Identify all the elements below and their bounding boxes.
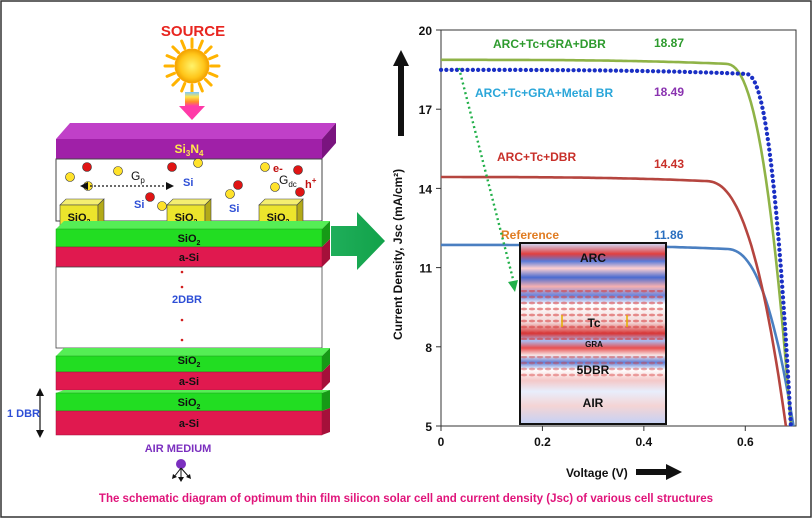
sio2-layer-2: SiO2 (55, 348, 330, 373)
si3n4-layer: Si3N4 (56, 123, 336, 159)
y-axis-ticks: 5 8 11 14 17 20 (419, 24, 441, 434)
svg-text:SiO2: SiO2 (178, 397, 201, 411)
si-label-3: Si (229, 203, 239, 215)
series-value-0: 18.87 (654, 36, 684, 50)
field-inset: ARC Tc GRA 5DBR AIR (519, 242, 667, 425)
series-line-2 (441, 175, 788, 427)
series-label-3: Reference (501, 228, 559, 242)
si-label-1: Si (183, 177, 193, 189)
light-arrow-icon (179, 92, 205, 120)
tc-markers (561, 315, 628, 327)
air-medium-label: AIR MEDIUM (145, 443, 212, 455)
inset-dbr-label: 5DBR (577, 363, 610, 377)
x-tick-label-2: 0.4 (636, 435, 653, 449)
inset-air-label: AIR (583, 396, 604, 410)
series-line-0 (441, 58, 793, 427)
sio2-layer-3: SiO2 (55, 390, 330, 412)
green-arrow-icon (331, 212, 385, 270)
x-axis-title: Voltage (V) (566, 466, 628, 480)
inset-tc-label: Tc (587, 316, 600, 330)
svg-text:a-Si: a-Si (179, 252, 199, 264)
x-tick-label-3: 0.6 (737, 435, 754, 449)
dbr1-bracket (36, 388, 44, 438)
svg-text:SiO2: SiO2 (178, 233, 201, 247)
y-axis-title: Current Density, Jsc (mA/cm²) (391, 169, 405, 340)
hole-label: h+ (305, 176, 317, 191)
dbr2-label: 2DBR (172, 294, 202, 306)
series-label-0: ARC+Tc+GRA+DBR (493, 37, 606, 51)
svg-text:SiO2: SiO2 (178, 355, 201, 369)
solar-cell-schematic: SOURCE Si3N4 (7, 23, 336, 482)
y-tick-label-3: 14 (419, 182, 433, 196)
dbr1-label: 1 DBR (7, 408, 40, 420)
series-value-3: 11.86 (654, 228, 684, 242)
series-label-2: ARC+Tc+DBR (497, 150, 576, 164)
sun-icon (163, 37, 221, 95)
y-tick-label-5: 20 (419, 24, 433, 38)
y-tick-label-4: 17 (419, 103, 433, 117)
x-tick-label-0: 0 (438, 435, 445, 449)
y-tick-label-1: 8 (425, 341, 432, 355)
source-label: SOURCE (161, 23, 225, 40)
asi-layer-1: a-Si (55, 239, 330, 268)
y-tick-label-0: 5 (425, 420, 432, 434)
continuation-dots (180, 270, 184, 342)
asi-layer-2: a-Si (55, 364, 330, 391)
series-label-1: ARC+Tc+GRA+Metal BR (475, 86, 613, 100)
si-label-2: Si (134, 199, 144, 211)
series-value-1: 18.49 (654, 85, 684, 99)
air-medium-icon (172, 459, 191, 482)
sio2-layer-1: SiO2 (55, 221, 330, 248)
series-line-1 (438, 67, 794, 429)
x-tick-label-1: 0.2 (534, 435, 551, 449)
gp-label: Gp (131, 169, 145, 185)
jv-chart: 5 8 11 14 17 20 0 0.2 0.4 0.6 Current Density, J… (391, 24, 797, 480)
asi-layer-3: a-Si (55, 408, 330, 436)
inset-gra-label: GRA (585, 340, 603, 349)
x-axis-ticks: 0 0.2 0.4 0.6 (438, 426, 754, 449)
svg-text:a-Si: a-Si (179, 376, 199, 388)
series-value-2: 14.43 (654, 157, 684, 171)
y-tick-label-2: 11 (419, 262, 432, 276)
x-axis-arrow-icon (636, 464, 682, 480)
inset-arc-label: ARC (580, 251, 606, 265)
dbr-gap (55, 266, 323, 349)
inset-pointer-arrow (457, 67, 518, 292)
electron-label: e- (273, 163, 283, 175)
gdc-label: Gdc (279, 173, 297, 189)
y-axis-arrow-icon (393, 50, 409, 136)
gp-arrow (80, 182, 174, 190)
figure-caption: The schematic diagram of optimum thin fi… (99, 493, 713, 505)
svg-text:a-Si: a-Si (179, 418, 199, 430)
svg-text:Current Density, Jsc (mA/cm²): Current Density, Jsc (mA/cm²) (391, 169, 405, 340)
si3n4-label: Si3N4 (175, 142, 204, 158)
